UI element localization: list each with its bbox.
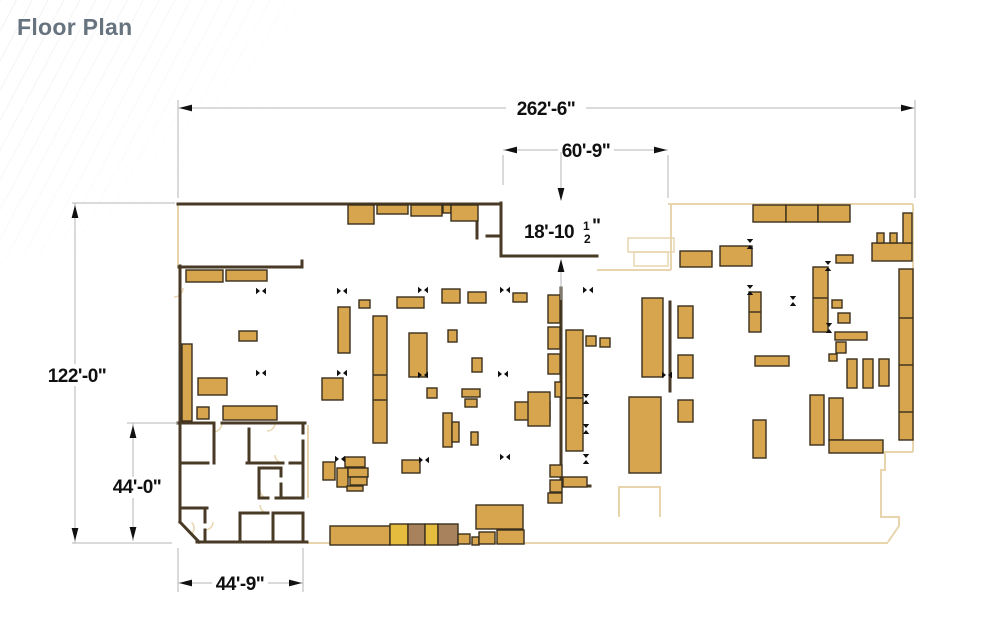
dimension-arrowhead (557, 188, 565, 201)
dimension-office-width: 44'-9" (216, 574, 265, 595)
column-marker-icon (662, 371, 672, 379)
column-marker-icon (500, 286, 510, 294)
column-marker-icon (582, 424, 590, 434)
column-marker-icon (582, 394, 590, 404)
column-marker-icon (825, 323, 833, 333)
dimension-office-depth: 44'-0" (113, 477, 162, 498)
column-marker-icon (498, 370, 508, 378)
dimension-arrows-layer (71, 104, 914, 587)
column-marker-icon (582, 454, 590, 464)
dimension-arrowhead (71, 528, 79, 541)
dimension-arrowhead (71, 205, 79, 218)
page-title: Floor Plan (17, 14, 133, 40)
column-marker-icon (419, 456, 429, 464)
dimension-arrowhead (289, 579, 302, 587)
dimension-recess-depth-denominator: 2 (584, 232, 591, 246)
dimension-recess-depth-numerator: 1 (583, 219, 590, 233)
column-marker-icon (256, 369, 266, 377)
dimension-recess-depth-unit: " (592, 216, 601, 237)
column-markers-layer (256, 239, 833, 464)
dimension-overall-depth: 122'-0" (48, 366, 107, 387)
column-marker-icon (824, 261, 832, 271)
dimension-arrowhead (129, 425, 137, 438)
dark-walls-layer (176, 201, 672, 545)
column-marker-icon (583, 286, 593, 294)
column-marker-icon (418, 286, 428, 294)
light-walls-layer (173, 203, 914, 544)
dimension-overall-width: 262'-6" (517, 99, 576, 120)
dimension-recess-width: 60'-9" (562, 141, 611, 162)
column-marker-icon (746, 285, 754, 295)
dimension-recess-depth-main: 18'-10 (524, 222, 574, 243)
dimension-arrowhead (654, 146, 667, 154)
furniture-layer (181, 204, 914, 546)
dimension-arrowhead (129, 527, 137, 540)
dimension-recess-depth: 18'-10 1 2 " (524, 216, 601, 246)
dimension-arrowhead (557, 259, 565, 272)
column-marker-icon (746, 239, 754, 249)
column-marker-icon (335, 455, 345, 463)
column-marker-icon (256, 287, 266, 295)
column-marker-icon (789, 296, 797, 306)
column-marker-icon (500, 453, 510, 461)
dimension-arrowhead (179, 104, 192, 112)
column-marker-icon (337, 287, 347, 295)
column-marker-icon (337, 369, 347, 377)
column-marker-icon (418, 371, 428, 379)
dimension-arrowhead (901, 104, 914, 112)
dimension-arrowhead (504, 146, 517, 154)
dimension-arrowhead (179, 579, 192, 587)
